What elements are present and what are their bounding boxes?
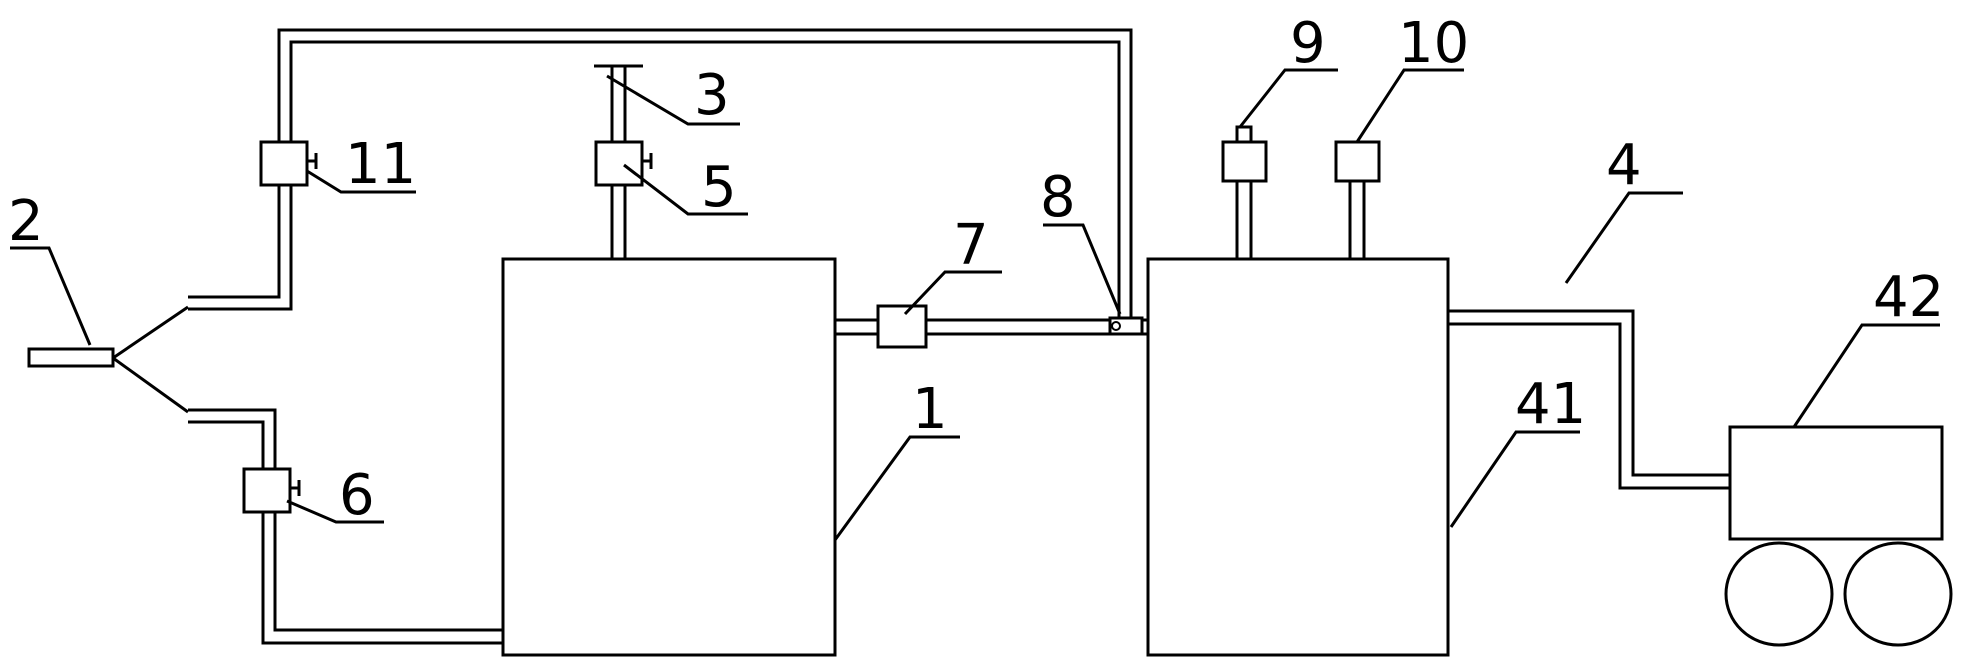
pipe-lower-feed	[188, 408, 503, 645]
nozzle-2	[27, 305, 189, 414]
tank-41	[1146, 257, 1450, 657]
label-8: 8	[1040, 165, 1076, 230]
label-2: 2	[8, 189, 44, 254]
device-9	[1221, 125, 1268, 183]
label-42: 42	[1873, 265, 1944, 330]
cart-wheel-left	[1724, 541, 1834, 647]
label-6: 6	[339, 463, 375, 528]
pipe-upper-loop	[188, 28, 1133, 318]
leader-lines	[10, 68, 1940, 541]
device-10	[1334, 140, 1381, 183]
label-1: 1	[912, 377, 948, 442]
pipe-tank41-to-cart	[1448, 309, 1730, 490]
tank-1	[501, 257, 837, 657]
cart-wheel-right	[1843, 541, 1953, 647]
pipe-tank41-top-10	[1348, 181, 1366, 259]
valve-6	[242, 467, 301, 514]
pipe-tank41-top-9	[1235, 181, 1253, 259]
label-5: 5	[701, 155, 737, 220]
label-4: 4	[1606, 133, 1642, 198]
label-41: 41	[1515, 372, 1586, 437]
fitting-8	[1108, 316, 1144, 336]
valve-5	[594, 140, 653, 187]
label-10: 10	[1398, 11, 1469, 76]
label-3: 3	[694, 63, 730, 128]
valve-7	[876, 304, 928, 349]
label-9: 9	[1290, 11, 1326, 76]
label-11: 11	[345, 132, 416, 197]
valve-11	[259, 140, 318, 187]
label-7: 7	[953, 213, 989, 278]
cart-42	[1724, 425, 1953, 647]
